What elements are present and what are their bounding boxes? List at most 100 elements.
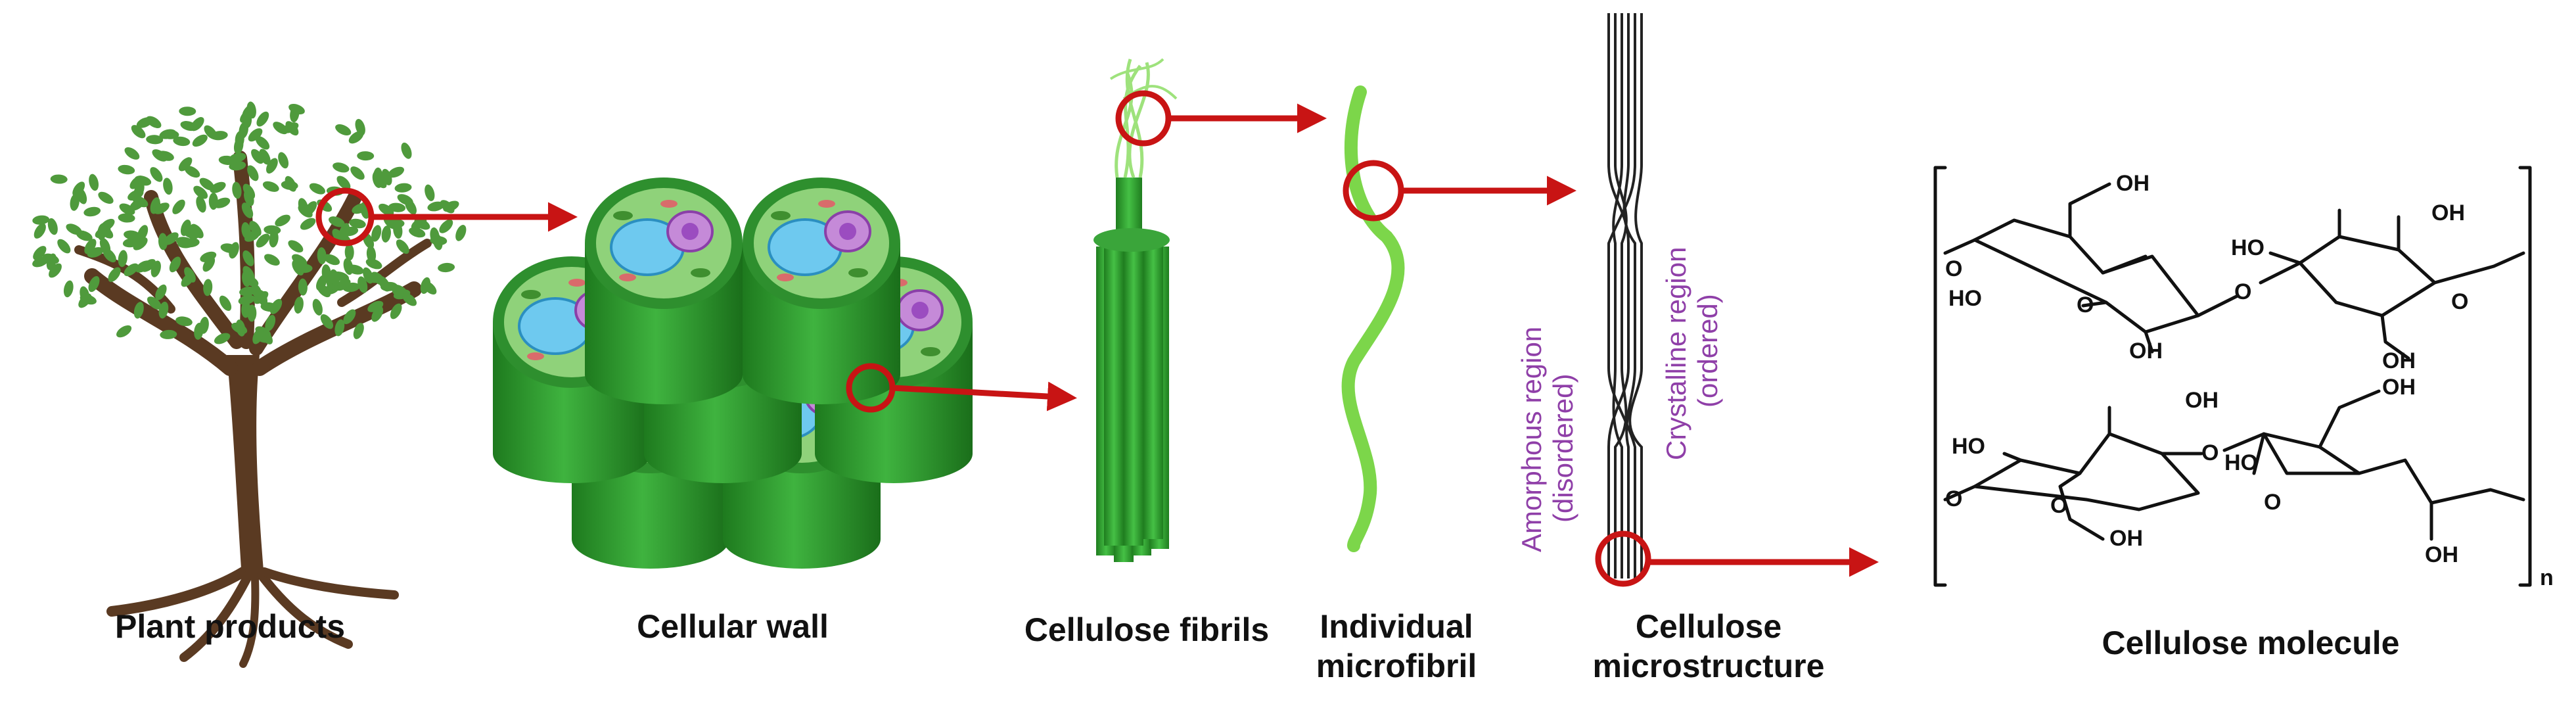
leaf bbox=[175, 316, 193, 327]
leaf bbox=[242, 270, 252, 287]
leaf bbox=[390, 303, 402, 319]
leaf bbox=[256, 233, 270, 248]
leaf bbox=[397, 194, 413, 206]
leaf bbox=[425, 184, 435, 201]
leaf bbox=[317, 247, 327, 265]
leaf bbox=[99, 218, 115, 231]
leaf bbox=[150, 167, 163, 182]
leaf bbox=[210, 181, 226, 193]
leaf bbox=[365, 273, 382, 283]
leaf bbox=[316, 274, 327, 291]
ho-label: HO bbox=[1952, 434, 1985, 459]
leaf bbox=[251, 283, 263, 300]
leaf bbox=[196, 196, 206, 213]
leaf bbox=[381, 225, 391, 243]
leaf bbox=[350, 166, 365, 180]
leaf bbox=[147, 296, 162, 310]
leaf bbox=[262, 181, 279, 192]
leaf bbox=[184, 267, 196, 283]
leaf bbox=[409, 227, 426, 238]
leaf bbox=[242, 183, 256, 199]
leaf bbox=[220, 243, 238, 253]
leaf bbox=[83, 206, 101, 217]
stage-label-microfibril-2: microfibril bbox=[1316, 648, 1477, 684]
leaf bbox=[118, 250, 127, 268]
leaf bbox=[401, 142, 412, 159]
o-label: O bbox=[2201, 440, 2219, 465]
leaf bbox=[371, 225, 382, 242]
leaf bbox=[292, 254, 308, 266]
leaf bbox=[199, 316, 209, 334]
leaf bbox=[348, 131, 364, 144]
leaf bbox=[242, 250, 254, 266]
leaf bbox=[118, 164, 135, 175]
leaf bbox=[249, 220, 262, 237]
leaf bbox=[132, 195, 149, 208]
leaf bbox=[169, 256, 181, 273]
leaf bbox=[202, 256, 216, 272]
leaf bbox=[379, 203, 394, 216]
leaf bbox=[241, 202, 254, 219]
leaf bbox=[440, 200, 455, 214]
svg-text:Crystalline region: Crystalline region bbox=[1661, 247, 1691, 460]
o-label: O bbox=[2234, 279, 2251, 304]
leaf bbox=[89, 174, 99, 191]
leaf bbox=[134, 176, 152, 186]
leaf bbox=[182, 238, 200, 248]
leaf bbox=[278, 152, 289, 169]
leaf bbox=[282, 122, 299, 133]
leaf bbox=[288, 103, 305, 115]
o-label: O bbox=[2050, 493, 2067, 518]
svg-text:(ordered): (ordered) bbox=[1692, 294, 1723, 408]
leaf bbox=[84, 239, 97, 254]
amorphous-region-label: Amorphous region (disordered) bbox=[1516, 327, 1578, 552]
leaf bbox=[394, 183, 412, 193]
cell-wall-illustration bbox=[492, 176, 974, 570]
leaf bbox=[396, 239, 409, 254]
fibril-bundle-illustration bbox=[1093, 58, 1178, 562]
stage-label-fibrils: Cellulose fibrils bbox=[1024, 611, 1269, 648]
oh-label: OH bbox=[2382, 348, 2416, 373]
leaf bbox=[173, 136, 191, 147]
leaf bbox=[336, 176, 351, 190]
repeat-unit-n: n bbox=[2540, 565, 2554, 590]
leaf bbox=[264, 225, 281, 235]
leaf bbox=[219, 295, 232, 311]
leaf bbox=[199, 177, 215, 191]
leaf bbox=[178, 157, 193, 172]
leaf bbox=[57, 239, 71, 254]
leaf bbox=[343, 309, 356, 325]
leaf bbox=[242, 104, 256, 119]
leaf bbox=[264, 254, 280, 266]
tree-icon bbox=[32, 101, 467, 668]
leaf bbox=[235, 131, 244, 149]
leaf bbox=[193, 185, 208, 199]
leaf bbox=[108, 267, 121, 282]
o-label: O bbox=[2077, 293, 2094, 318]
leaf bbox=[275, 214, 290, 227]
leaf bbox=[70, 193, 80, 211]
leaf bbox=[269, 230, 279, 248]
cellulose-molecule-structure bbox=[1933, 166, 2532, 587]
leaf bbox=[34, 223, 46, 239]
leaf bbox=[218, 155, 236, 165]
leaf bbox=[352, 203, 369, 214]
leaf bbox=[146, 116, 162, 128]
leaf bbox=[427, 201, 444, 212]
leaf bbox=[192, 134, 208, 147]
leaf bbox=[455, 225, 467, 241]
leaf bbox=[423, 281, 437, 295]
oh-label: OH bbox=[2425, 542, 2458, 567]
ho-label: HO bbox=[1948, 286, 1982, 311]
leaf bbox=[309, 183, 325, 195]
leaf bbox=[312, 298, 323, 316]
leaf bbox=[402, 293, 417, 306]
leaf bbox=[72, 181, 85, 197]
stage-label-micro-2: microstructure bbox=[1593, 648, 1825, 684]
oh-label: OH bbox=[2382, 375, 2416, 400]
leaf bbox=[232, 181, 242, 199]
leaf bbox=[357, 276, 368, 293]
leaf bbox=[255, 136, 270, 150]
leaf bbox=[155, 284, 167, 300]
